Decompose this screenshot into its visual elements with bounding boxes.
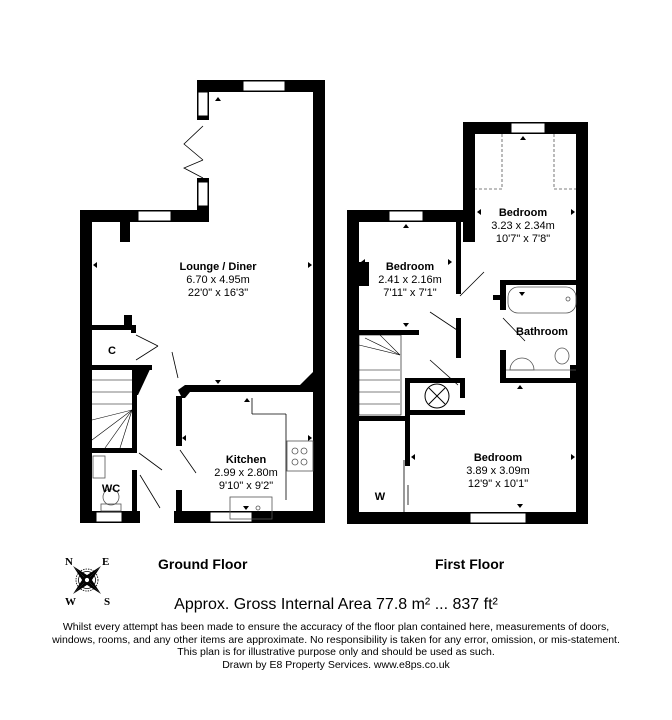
dimension-markers bbox=[93, 97, 575, 510]
lounge-metric: 6.70 x 4.95m bbox=[186, 274, 250, 286]
kitchen-fixtures bbox=[229, 440, 314, 520]
disclaimer-line-1: Whilst every attempt has been made to en… bbox=[62, 621, 610, 633]
first-floor-label: First Floor bbox=[435, 556, 505, 572]
compass-n: N bbox=[65, 556, 73, 568]
wc-label: WC bbox=[102, 483, 120, 495]
kitchen-metric: 2.99 x 2.80m bbox=[214, 467, 278, 479]
gross-internal-area: Approx. Gross Internal Area 77.8 m² ... … bbox=[174, 596, 498, 613]
ground-floor-plan bbox=[80, 80, 325, 523]
bathroom-label: Bathroom bbox=[516, 326, 568, 338]
bedroom-small-name: Bedroom bbox=[386, 261, 435, 273]
compass-e: E bbox=[102, 556, 109, 568]
wc-fixtures bbox=[92, 455, 122, 512]
ground-floor-windows bbox=[95, 80, 286, 523]
bedroom-rear-imperial: 10'7" x 7'8" bbox=[496, 233, 550, 245]
bedroom-rear-metric: 3.23 x 2.34m bbox=[491, 220, 555, 232]
first-floor-windows bbox=[388, 122, 546, 524]
bedroom-front-name: Bedroom bbox=[474, 452, 523, 464]
bedroom-small-imperial: 7'11" x 7'1" bbox=[383, 287, 436, 299]
bedroom-rear-name: Bedroom bbox=[499, 207, 548, 219]
disclaimer-line-2: windows, rooms, and any other items are … bbox=[52, 633, 620, 646]
disclaimer-line-4: Drawn by E8 Property Services. www.e8ps.… bbox=[222, 658, 450, 671]
compass-s: S bbox=[104, 596, 110, 608]
disclaimer-line-3: This plan is for illustrative purpose on… bbox=[177, 646, 495, 658]
lounge-imperial: 22'0" x 16'3" bbox=[188, 287, 248, 299]
bathroom-fixtures bbox=[506, 286, 577, 371]
wardrobe-label: W bbox=[375, 491, 386, 503]
compass-icon: N E W S bbox=[65, 556, 110, 608]
bedroom-front-metric: 3.89 x 3.09m bbox=[466, 465, 530, 477]
first-floor-stairs bbox=[358, 334, 402, 416]
cupboard-label: C bbox=[108, 345, 116, 357]
ground-floor-label: Ground Floor bbox=[158, 556, 248, 572]
ground-floor-doors bbox=[135, 125, 287, 509]
lounge-name: Lounge / Diner bbox=[180, 261, 258, 273]
bedroom-front-imperial: 12'9" x 10'1" bbox=[468, 478, 528, 490]
ground-floor-stairs bbox=[91, 379, 133, 449]
bedroom-small-metric: 2.41 x 2.16m bbox=[378, 274, 442, 286]
room-labels: Lounge / Diner 6.70 x 4.95m 22'0" x 16'3… bbox=[102, 207, 568, 503]
disclaimer: Whilst every attempt has been made to en… bbox=[0, 621, 672, 671]
cylinder-cupboard bbox=[424, 383, 450, 409]
first-floor-plan bbox=[347, 122, 588, 524]
kitchen-name: Kitchen bbox=[226, 454, 267, 466]
kitchen-imperial: 9'10" x 9'2" bbox=[219, 480, 273, 492]
compass-w: W bbox=[65, 596, 76, 608]
first-floor-dashed-eaves bbox=[475, 134, 576, 190]
first-floor-doors bbox=[403, 271, 526, 520]
